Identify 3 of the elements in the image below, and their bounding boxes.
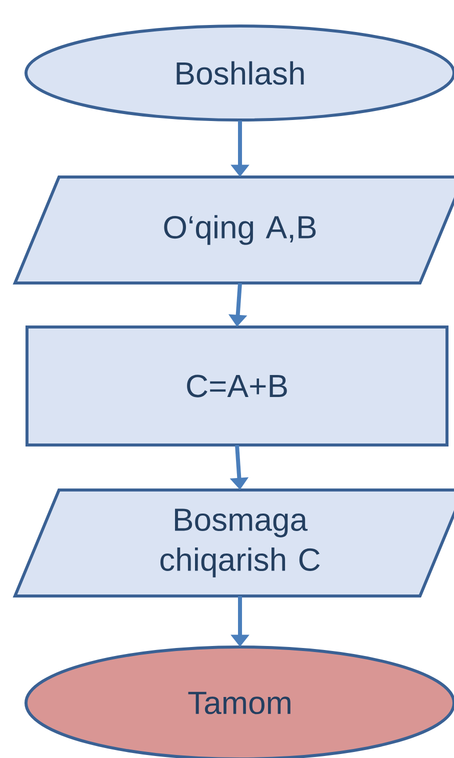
process-box: C=A+B — [26, 326, 448, 446]
end-oval: Tamom — [24, 646, 454, 758]
start-oval: Boshlash — [24, 24, 454, 122]
